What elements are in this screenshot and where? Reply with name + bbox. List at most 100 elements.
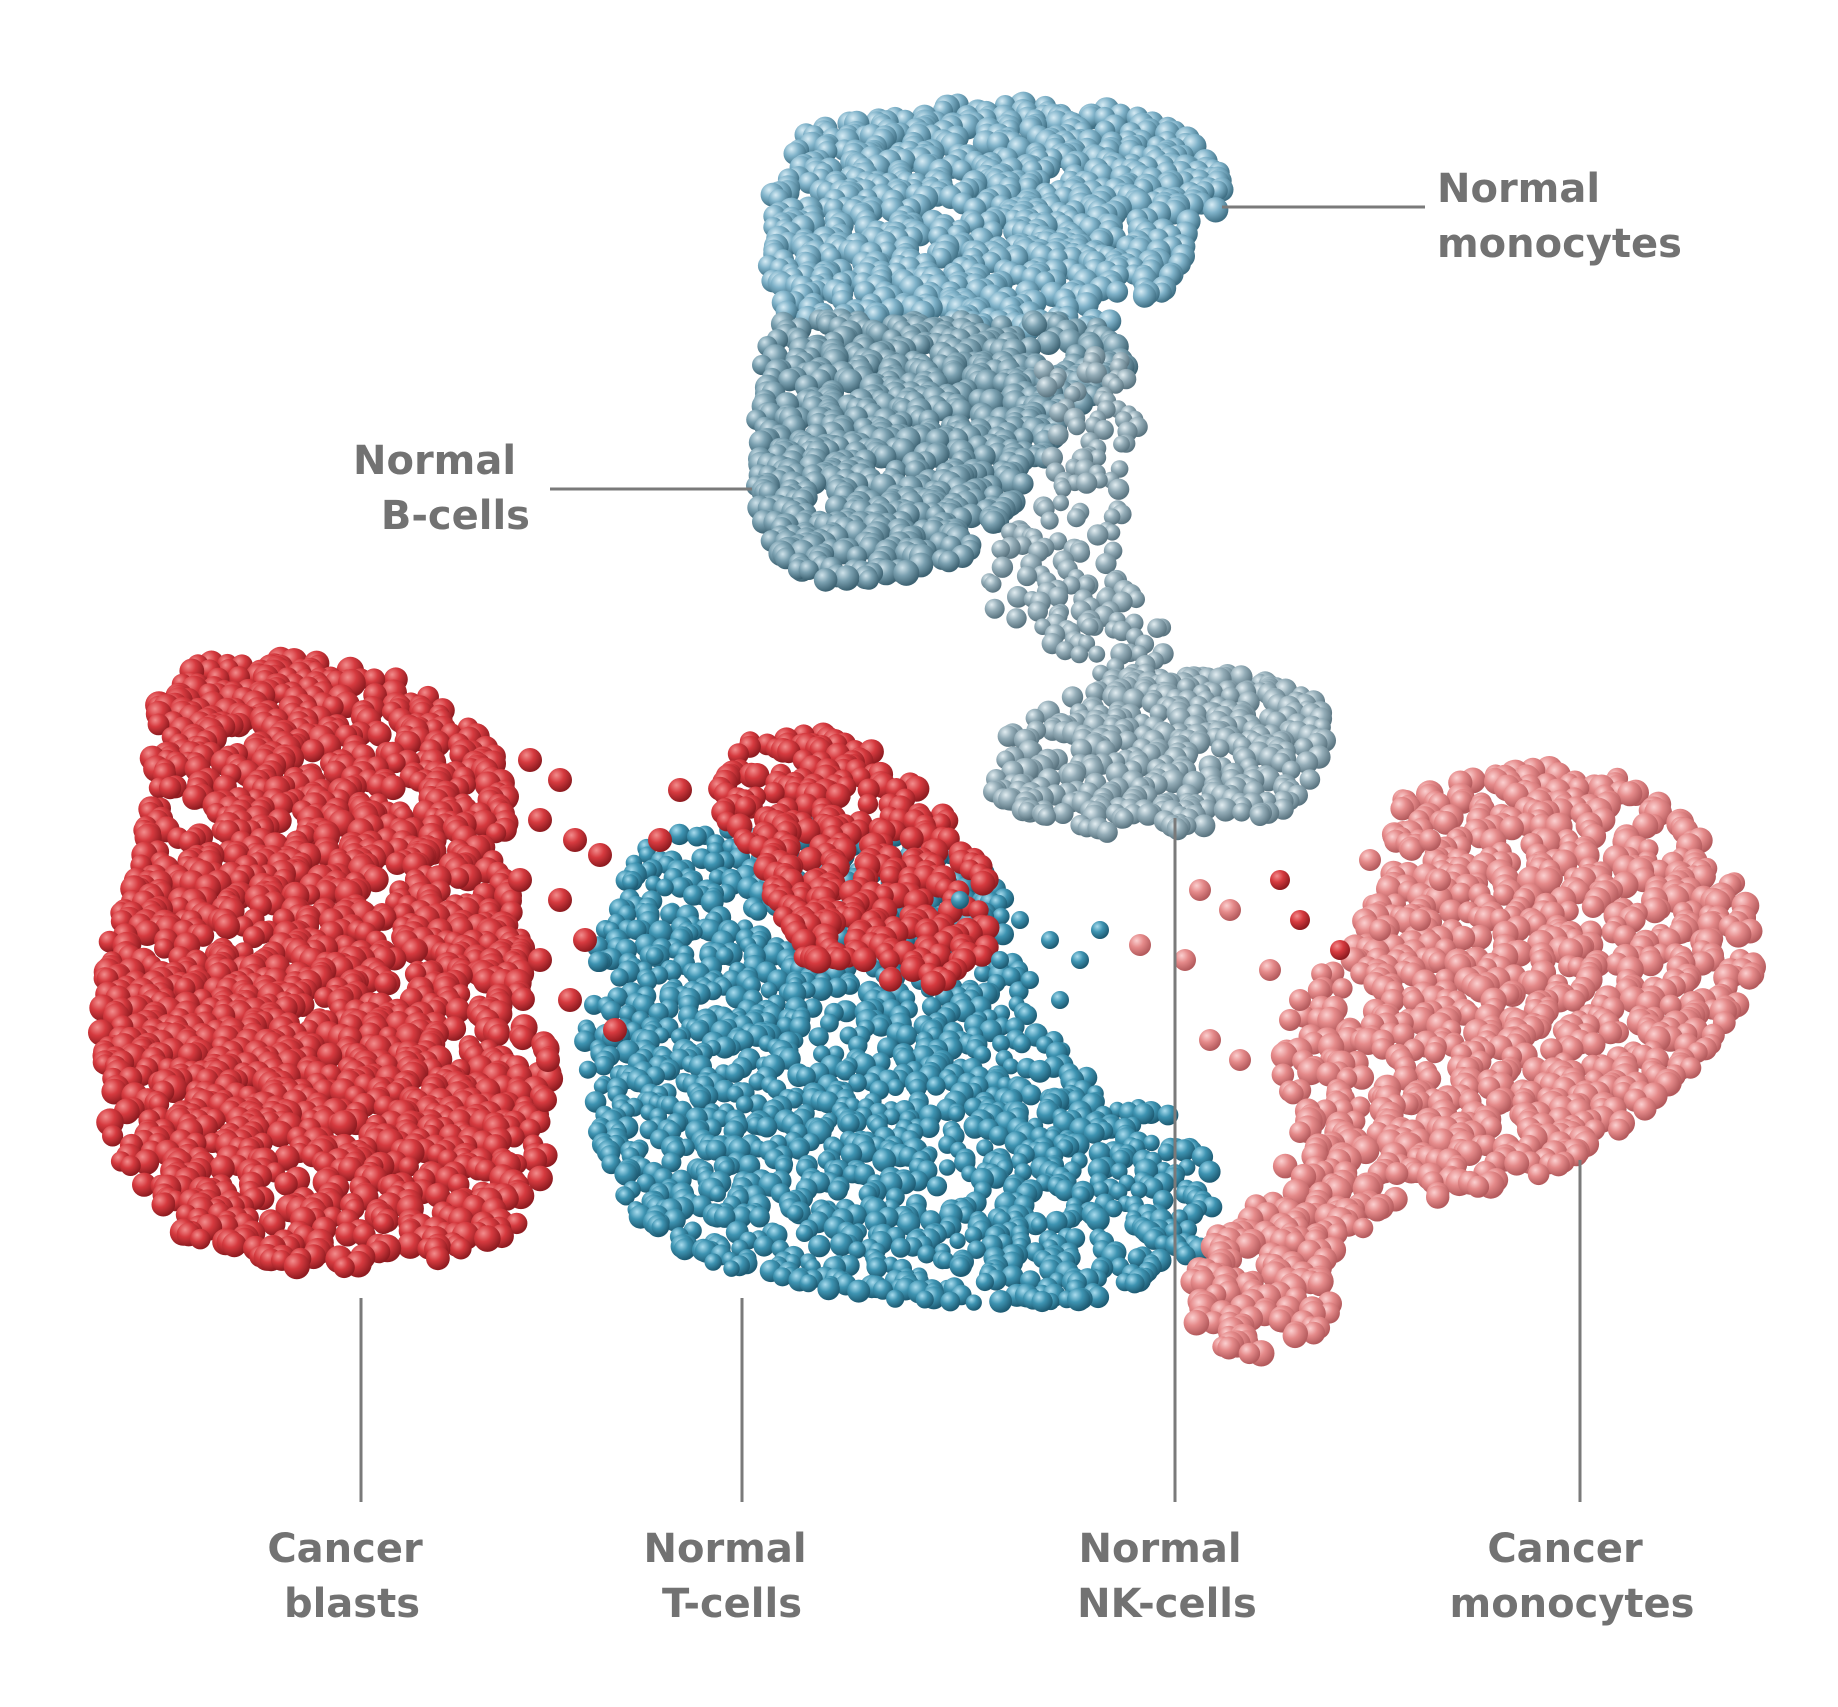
bridge-cell <box>1006 608 1027 629</box>
normal-t-cell <box>723 1260 740 1277</box>
bridge-cell <box>984 575 1002 593</box>
normal-t-cell <box>1031 1290 1053 1313</box>
normal-b-cell <box>838 368 863 394</box>
normal-t-cell <box>1086 1207 1110 1232</box>
bridge-cell <box>1052 494 1070 512</box>
normal-t-cell <box>940 1291 961 1312</box>
normal-b-cell <box>974 370 1000 395</box>
cancer-blast-cell <box>374 972 397 996</box>
normal-t-cell <box>915 1290 934 1309</box>
normal-monocyte-cell <box>1132 284 1157 308</box>
normal-t-cell <box>622 874 639 891</box>
normal-b-cell <box>938 550 960 573</box>
bridge-cell <box>1047 586 1069 607</box>
bridge-cell <box>1016 565 1038 587</box>
normal-t-cell <box>992 1034 1010 1053</box>
cluster-cancer-blasts <box>88 646 564 1280</box>
normal-t-cell <box>950 1257 970 1277</box>
normal-t-cell <box>687 826 707 847</box>
normal-t-cell <box>808 1234 831 1258</box>
normal-monocyte-cell <box>1203 197 1229 223</box>
normal-t-cell <box>1124 1273 1145 1294</box>
normal-t-cell <box>817 1277 840 1301</box>
normal-t-cell <box>709 1185 726 1203</box>
cluster-normal-monocytes <box>757 91 1234 341</box>
normal-nk-cell <box>1114 809 1134 829</box>
normal-b-cell <box>858 569 879 590</box>
normal-t-cell <box>1067 1287 1091 1312</box>
normal-b-cell <box>942 362 966 386</box>
bridge-cell <box>1107 478 1130 500</box>
normal-t-cell <box>588 951 609 972</box>
normal-t-cell <box>896 1025 918 1047</box>
bridge-cell <box>1147 618 1167 638</box>
bridge-cell <box>1088 645 1106 663</box>
normal-nk-cell <box>1096 821 1118 843</box>
cancer-blast-cell <box>214 913 240 940</box>
normal-t-cell <box>890 1237 911 1258</box>
normal-b-cell <box>813 568 838 592</box>
normal-b-cell <box>1024 313 1048 337</box>
bridge-cell <box>1087 524 1109 546</box>
normal-t-cell <box>1143 1134 1160 1152</box>
bridge-cell <box>1047 424 1069 446</box>
normal-t-cell <box>948 1105 965 1122</box>
normal-nk-cell <box>1249 805 1271 827</box>
bridge-cell <box>984 598 1005 619</box>
normal-t-cell <box>809 1027 829 1047</box>
normal-nk-cell <box>1211 739 1230 758</box>
normal-t-cell <box>1198 1160 1221 1183</box>
bridge-cell <box>1080 618 1099 636</box>
normal-t-cell <box>651 1218 669 1236</box>
cancer-blast-cell <box>510 1026 535 1051</box>
normal-t-cell <box>1028 1059 1052 1083</box>
bridge-cell <box>1055 480 1072 498</box>
cancer-blast-cell <box>158 776 182 800</box>
normal-t-cell <box>926 1176 948 1197</box>
bridge-cell <box>1113 435 1130 453</box>
normal-b-cell <box>1036 331 1061 355</box>
bridge-cell <box>1067 417 1086 436</box>
normal-b-cell <box>1012 473 1034 495</box>
bridge-cell <box>1075 472 1098 494</box>
normal-b-cell <box>893 559 920 586</box>
normal-t-cell <box>668 823 691 846</box>
normal-t-cell <box>1030 1216 1048 1234</box>
bridge-cell <box>1066 508 1086 528</box>
bridge-cell <box>991 540 1010 559</box>
normal-nk-cell <box>1052 802 1074 825</box>
normal-t-cell <box>975 1272 995 1292</box>
cancer-blast-cell <box>301 739 325 763</box>
normal-nk-cell <box>1167 819 1189 841</box>
normal-t-cell <box>799 1274 818 1293</box>
normal-t-cell <box>756 1116 778 1138</box>
normal-t-cell <box>645 947 664 966</box>
normal-t-cell <box>786 1205 804 1222</box>
normal-t-cell <box>847 1279 871 1303</box>
normal-nk-cell <box>1232 802 1251 822</box>
normal-t-cell <box>724 1063 745 1083</box>
normal-nk-cell <box>1037 807 1057 826</box>
cluster-normal-nk-cells <box>983 663 1336 843</box>
cancer-blast-cell <box>511 987 535 1011</box>
normal-t-cell <box>840 1113 860 1134</box>
normal-t-cell <box>926 1076 946 1096</box>
bridge-cell <box>1036 376 1058 398</box>
bridge-cell <box>1070 645 1089 664</box>
bridge-cell <box>991 556 1014 578</box>
bridge-cell <box>1027 601 1049 622</box>
normal-t-cell <box>753 1235 775 1257</box>
normal-t-cell <box>886 1289 905 1308</box>
normal-b-cell <box>834 565 860 591</box>
normal-t-cell <box>683 885 704 906</box>
bridge-cell <box>1040 511 1059 530</box>
normal-t-cell <box>601 1000 622 1022</box>
normal-t-cell <box>965 1294 982 1311</box>
normal-t-cell <box>949 1232 966 1249</box>
normal-t-cell <box>1012 1034 1031 1054</box>
normal-t-cell <box>578 1060 597 1079</box>
normal-t-cell <box>827 1180 848 1201</box>
normal-t-cell <box>704 1253 722 1271</box>
normal-t-cell <box>1020 1084 1042 1106</box>
